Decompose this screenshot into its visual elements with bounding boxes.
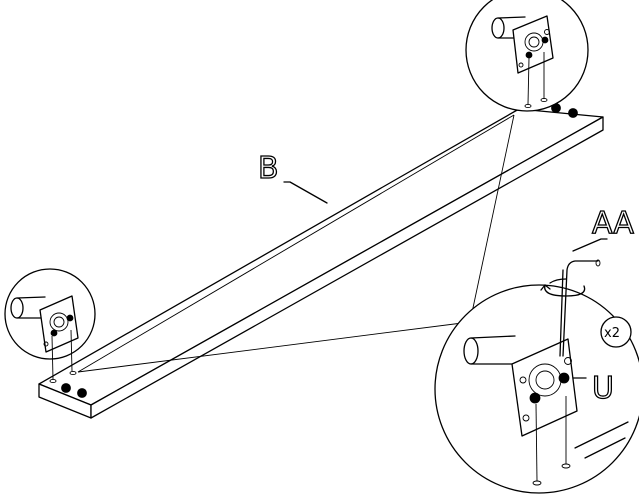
- quantity-badge: x2: [600, 316, 632, 348]
- dowel-hole: [49, 378, 57, 384]
- rotate-arrow-icon: [540, 278, 586, 297]
- detail-circle-top: [465, 0, 589, 112]
- allen-key-icon: [559, 259, 601, 357]
- bracket-u-label: U: [592, 371, 614, 406]
- board-b: [38, 96, 604, 419]
- board-b-leader: [283, 181, 328, 204]
- detail-circle-left: [4, 268, 96, 380]
- cam-nut: [568, 108, 578, 118]
- tool-aa-label: AA: [592, 206, 634, 241]
- dowel-hole: [69, 370, 77, 376]
- cam-nut: [77, 388, 87, 398]
- quantity-label: x2: [604, 326, 620, 341]
- tool-aa-leader: [572, 238, 608, 252]
- board-b-label: B: [258, 151, 279, 186]
- callout-lines: [77, 114, 515, 373]
- cam-nut: [61, 383, 71, 393]
- detail-circle-bottom: [434, 284, 639, 494]
